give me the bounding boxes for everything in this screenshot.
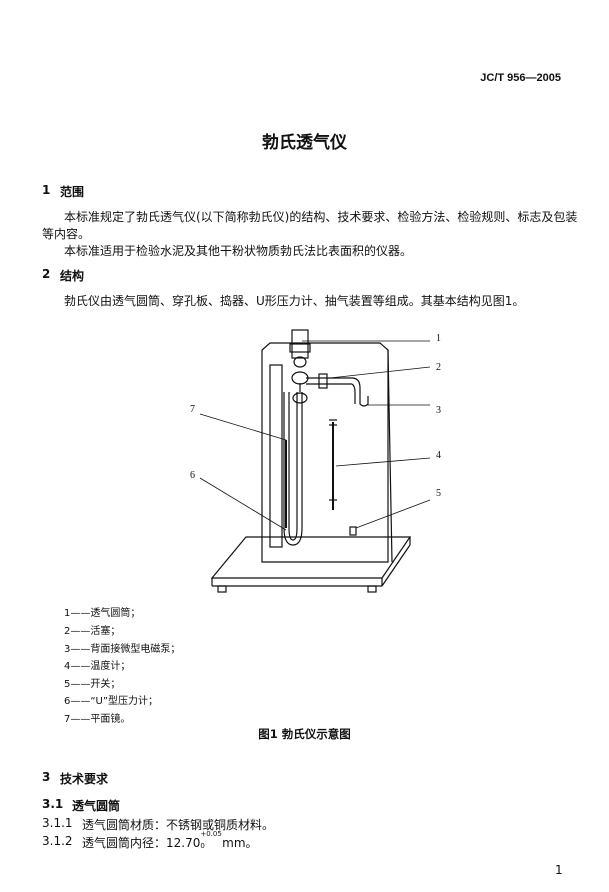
callout-line-7 xyxy=(199,413,287,441)
callout-5: 5 xyxy=(436,488,441,499)
section-3-1-1-number: 3.1.1 xyxy=(42,816,73,830)
tolerance-lower: 0 xyxy=(200,842,205,850)
stopcock xyxy=(318,373,328,389)
legend-item: 1——透气圆筒； xyxy=(64,608,141,619)
u-manometer xyxy=(283,392,303,546)
page-title: 勃氏透气仪 xyxy=(262,133,347,153)
switch xyxy=(349,526,357,536)
base-plate xyxy=(210,536,412,579)
callout-7: 7 xyxy=(190,404,195,415)
legend-item: 3——背面接微型电磁泵； xyxy=(64,644,181,655)
callout-line-4 xyxy=(335,457,431,467)
section-1-heading: 范围 xyxy=(60,185,85,199)
section-3-1-number: 3.1 xyxy=(42,797,64,811)
back-board xyxy=(261,342,389,563)
section-3-1-heading: 透气圆筒 xyxy=(72,799,121,813)
mirror xyxy=(269,364,283,548)
foot-right xyxy=(367,585,377,593)
callout-4: 4 xyxy=(436,450,441,461)
callout-line-6 xyxy=(199,477,287,531)
section-1-number: 1 xyxy=(42,183,51,197)
section-2-number: 2 xyxy=(42,267,51,281)
section-1-paragraph-1b: 等内容。 xyxy=(42,227,91,241)
section-1-paragraph-2: 本标准适用于检验水泥及其他干粉状物质勃氏法比表面积的仪器。 xyxy=(64,244,413,258)
legend-item: 5——开关； xyxy=(64,679,121,690)
legend-item: 4——温度计； xyxy=(64,661,131,672)
figure-caption: 图1 勃氏仪示意图 xyxy=(258,727,351,741)
tolerance-upper: +0.05 xyxy=(200,830,222,838)
legend-item: 7——平面镜。 xyxy=(64,714,131,725)
inner-diameter-text: 透气圆筒内径：12.70 xyxy=(82,836,201,850)
page-number: 1 xyxy=(555,863,563,877)
section-3-1-1-text: 透气圆筒材质：不锈钢或铜质材料。 xyxy=(82,818,275,832)
section-3-heading: 技术要求 xyxy=(60,772,109,786)
legend-item: 2——活塞； xyxy=(64,626,121,637)
standard-number: JC/T 956—2005 xyxy=(480,72,561,84)
foot-left xyxy=(217,585,227,593)
section-3-1-2-text: 透气圆筒内径：12.70+0.05 0 mm。 xyxy=(82,830,258,851)
callout-line-5 xyxy=(355,499,431,529)
section-2-heading: 结构 xyxy=(60,269,85,283)
section-2-paragraph-1: 勃氏仪由透气圆筒、穿孔板、捣器、U形压力计、抽气装置等组成。其基本结构见图1。 xyxy=(64,294,525,308)
callout-6: 6 xyxy=(190,470,195,481)
section-1-paragraph-1a: 本标准规定了勃氏透气仪(以下简称勃氏仪)的结构、技术要求、检验方法、检验规则、标… xyxy=(64,210,578,224)
callout-1: 1 xyxy=(436,333,441,344)
legend-item: 6——“U”型压力计； xyxy=(64,696,159,707)
unit-text: mm。 xyxy=(218,836,258,850)
callout-3: 3 xyxy=(436,405,441,416)
callout-line-2 xyxy=(329,366,431,379)
section-3-number: 3 xyxy=(42,770,51,784)
callout-2: 2 xyxy=(436,362,441,373)
section-3-1-2-number: 3.1.2 xyxy=(42,834,73,848)
